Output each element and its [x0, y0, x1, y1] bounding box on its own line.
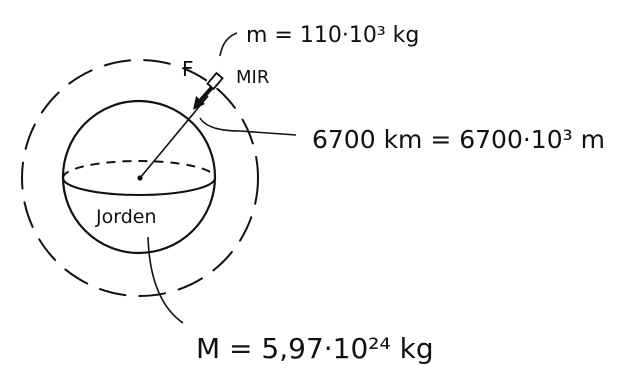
radius-line	[139, 95, 209, 179]
equator-back	[62, 160, 216, 179]
earth-mass-leader-curve	[147, 236, 184, 324]
satellite-icon	[206, 71, 224, 91]
satellite-name-label: MIR	[236, 67, 269, 88]
orbit-radius-label: 6700 km = 6700·10³ m	[312, 125, 605, 154]
orbit-circle	[21, 59, 259, 297]
satellite-mass-label: m = 110·10³ kg	[246, 23, 419, 48]
force-arrow-head	[193, 96, 205, 110]
earth-name-label: Jorden	[95, 206, 157, 228]
mass-leader-curve	[219, 32, 238, 57]
earth-mass-label: M = 5,97·10²⁴ kg	[196, 332, 434, 365]
equator-front	[62, 177, 216, 196]
force-label: F	[182, 57, 194, 81]
radius-leader-curve	[199, 117, 297, 136]
